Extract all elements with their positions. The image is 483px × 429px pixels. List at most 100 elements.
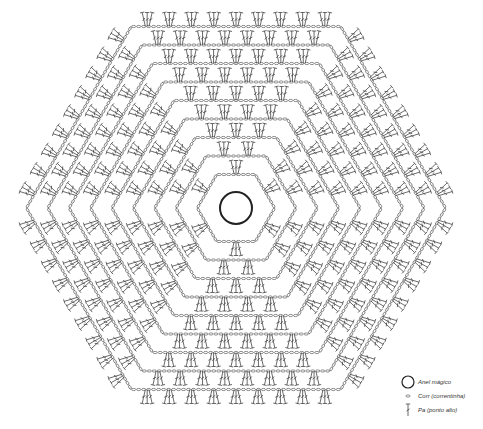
chain-symbol	[136, 49, 140, 54]
double-crochet-symbol	[172, 68, 177, 82]
double-crochet-symbol	[206, 86, 211, 100]
double-crochet-symbol	[152, 180, 164, 191]
chain-symbol	[142, 370, 146, 372]
double-crochet-symbol	[107, 298, 121, 304]
double-crochet-symbol	[319, 130, 333, 136]
chain-symbol	[115, 251, 119, 256]
chain-symbol	[288, 195, 292, 200]
chain-symbol	[104, 269, 108, 274]
chain-symbol	[324, 339, 328, 344]
chain-symbol	[94, 122, 98, 127]
chain-symbol	[261, 25, 265, 27]
double-crochet-symbol	[226, 142, 231, 156]
chain-symbol	[123, 376, 127, 381]
chain-symbol	[331, 290, 335, 295]
chain-symbol	[289, 99, 293, 101]
chain-symbol	[221, 25, 225, 27]
double-crochet-symbol	[240, 297, 245, 311]
chain-symbol	[229, 351, 233, 353]
chain-symbol	[256, 370, 260, 372]
chain-symbol	[267, 277, 271, 279]
chain-symbol	[289, 159, 293, 164]
double-crochet-symbol	[206, 353, 211, 367]
chain-symbol	[196, 25, 200, 27]
chain-symbol	[236, 155, 240, 157]
chain-symbol	[221, 388, 225, 390]
chain-symbol	[306, 44, 310, 46]
chain-symbol	[194, 81, 198, 83]
chain-symbol	[216, 136, 220, 138]
double-crochet-symbol	[301, 353, 305, 367]
chain-symbol	[58, 264, 62, 269]
chain-symbol	[177, 25, 181, 27]
double-crochet-symbol	[229, 316, 234, 330]
chain-symbol	[430, 229, 434, 234]
chain-symbol	[297, 311, 301, 316]
chain-symbol	[308, 329, 312, 334]
double-crochet-symbol	[340, 92, 354, 98]
chain-symbol	[352, 291, 356, 296]
double-crochet-symbol	[193, 49, 198, 63]
double-crochet-symbol	[374, 189, 388, 195]
chain-symbol	[181, 293, 185, 298]
chain-symbol	[217, 173, 221, 175]
chain-symbol	[62, 178, 66, 183]
chain-symbol	[314, 165, 318, 170]
double-crochet-symbol	[234, 279, 238, 293]
chain-symbol	[386, 268, 390, 273]
chain-symbol	[113, 52, 117, 57]
chain-symbol	[309, 195, 313, 200]
chain-symbol	[207, 370, 211, 372]
chain-symbol	[217, 44, 221, 46]
chain-symbol	[331, 25, 335, 27]
chain-symbol	[340, 385, 344, 390]
chain-round	[132, 118, 339, 298]
double-crochet-symbol	[318, 244, 330, 255]
double-crochet-symbol	[196, 178, 208, 189]
chain-symbol	[129, 62, 133, 67]
double-crochet-symbol	[211, 87, 215, 101]
chain-symbol	[71, 199, 75, 204]
chain-symbol	[342, 345, 346, 350]
double-crochet-symbol	[337, 359, 349, 370]
chain-symbol	[190, 234, 194, 239]
double-crochet-symbol	[339, 54, 353, 60]
chain-symbol	[442, 203, 446, 208]
chain-symbol	[201, 195, 205, 200]
double-crochet-symbol	[384, 131, 398, 137]
double-crochet-symbol	[226, 105, 231, 119]
chain-symbol	[340, 26, 344, 31]
chain-symbol	[311, 25, 315, 27]
chain-symbol	[147, 308, 151, 313]
chain-symbol	[267, 195, 271, 200]
chain-symbol	[300, 307, 304, 312]
chain-symbol	[278, 118, 282, 120]
double-crochet-symbol	[361, 93, 375, 99]
double-crochet-symbol	[174, 180, 186, 191]
chain-symbol	[274, 99, 278, 101]
double-crochet-symbol	[307, 31, 312, 45]
double-crochet-symbol	[210, 279, 214, 293]
chain-symbol	[101, 147, 105, 152]
chain-symbol	[384, 177, 388, 182]
chain-symbol	[138, 156, 142, 161]
chain-symbol	[310, 289, 314, 294]
chain-symbol	[259, 333, 263, 335]
double-crochet-symbol	[283, 316, 288, 330]
chain-symbol	[129, 349, 133, 354]
double-crochet-symbol	[382, 281, 394, 292]
chain-symbol	[234, 333, 238, 335]
chain-symbol	[353, 251, 357, 256]
chain-symbol	[179, 123, 183, 128]
double-crochet-symbol	[214, 279, 219, 293]
chain-symbol	[262, 277, 266, 279]
double-crochet-symbol	[226, 297, 231, 311]
double-crochet-symbol	[261, 316, 266, 330]
double-crochet-symbol	[305, 353, 310, 367]
double-crochet-symbol	[133, 65, 145, 76]
double-crochet-symbol	[238, 123, 243, 137]
chain-symbol	[126, 234, 130, 239]
chain-symbol	[331, 85, 335, 90]
chain-symbol	[386, 143, 390, 148]
chain-symbol	[106, 346, 110, 351]
